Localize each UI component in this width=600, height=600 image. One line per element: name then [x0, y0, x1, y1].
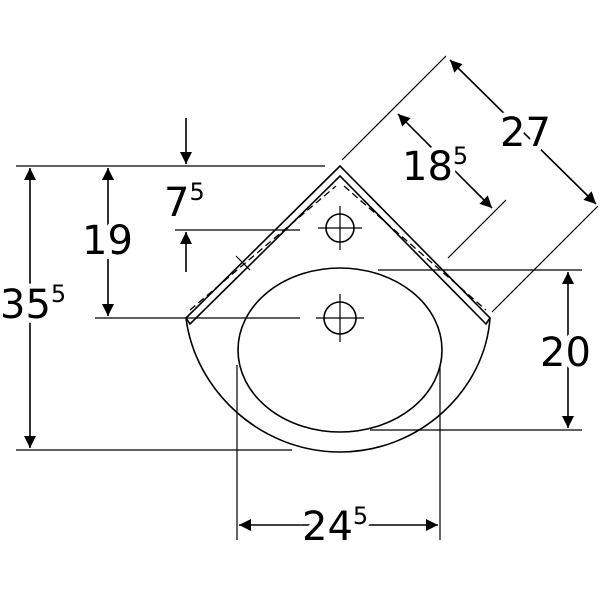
- label-inner-side: 185: [402, 142, 468, 190]
- dimension-lines: [24, 59, 597, 531]
- label-total-depth: 355: [0, 280, 66, 328]
- label-bowl-depth: 20: [540, 330, 591, 376]
- bowl: [237, 267, 443, 433]
- tap-hole: [318, 206, 362, 250]
- label-bowl-width: 245: [302, 502, 368, 550]
- label-tap-hole-depth: 19: [82, 218, 133, 264]
- extension-lines: [16, 55, 599, 540]
- drain-hole: [316, 294, 364, 342]
- label-tap-hole-offset: 75: [164, 178, 205, 226]
- label-outer-side: 27: [500, 110, 551, 156]
- basin-outline: [184, 164, 492, 453]
